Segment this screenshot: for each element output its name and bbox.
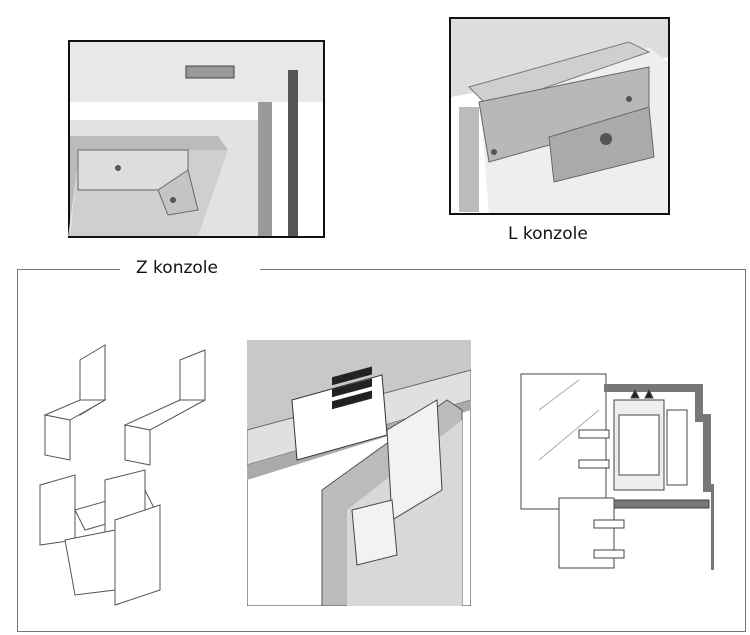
- z-bracket-group-frame: [17, 269, 746, 632]
- frame-top-line-right: [260, 269, 745, 270]
- z-bracket-caption: Z konzole: [132, 258, 222, 278]
- frame-top-line-left: [17, 269, 120, 270]
- l-bracket-photo-illustration: [449, 17, 670, 215]
- door-top-bracket-illustration: [68, 40, 325, 238]
- door-magnet-z-bracket-illustration: [247, 340, 471, 606]
- l-bracket-caption: L konzole: [508, 224, 588, 244]
- z-bracket-cross-section-diagram: [520, 373, 714, 570]
- z-bracket-parts-illustration: [39, 344, 206, 606]
